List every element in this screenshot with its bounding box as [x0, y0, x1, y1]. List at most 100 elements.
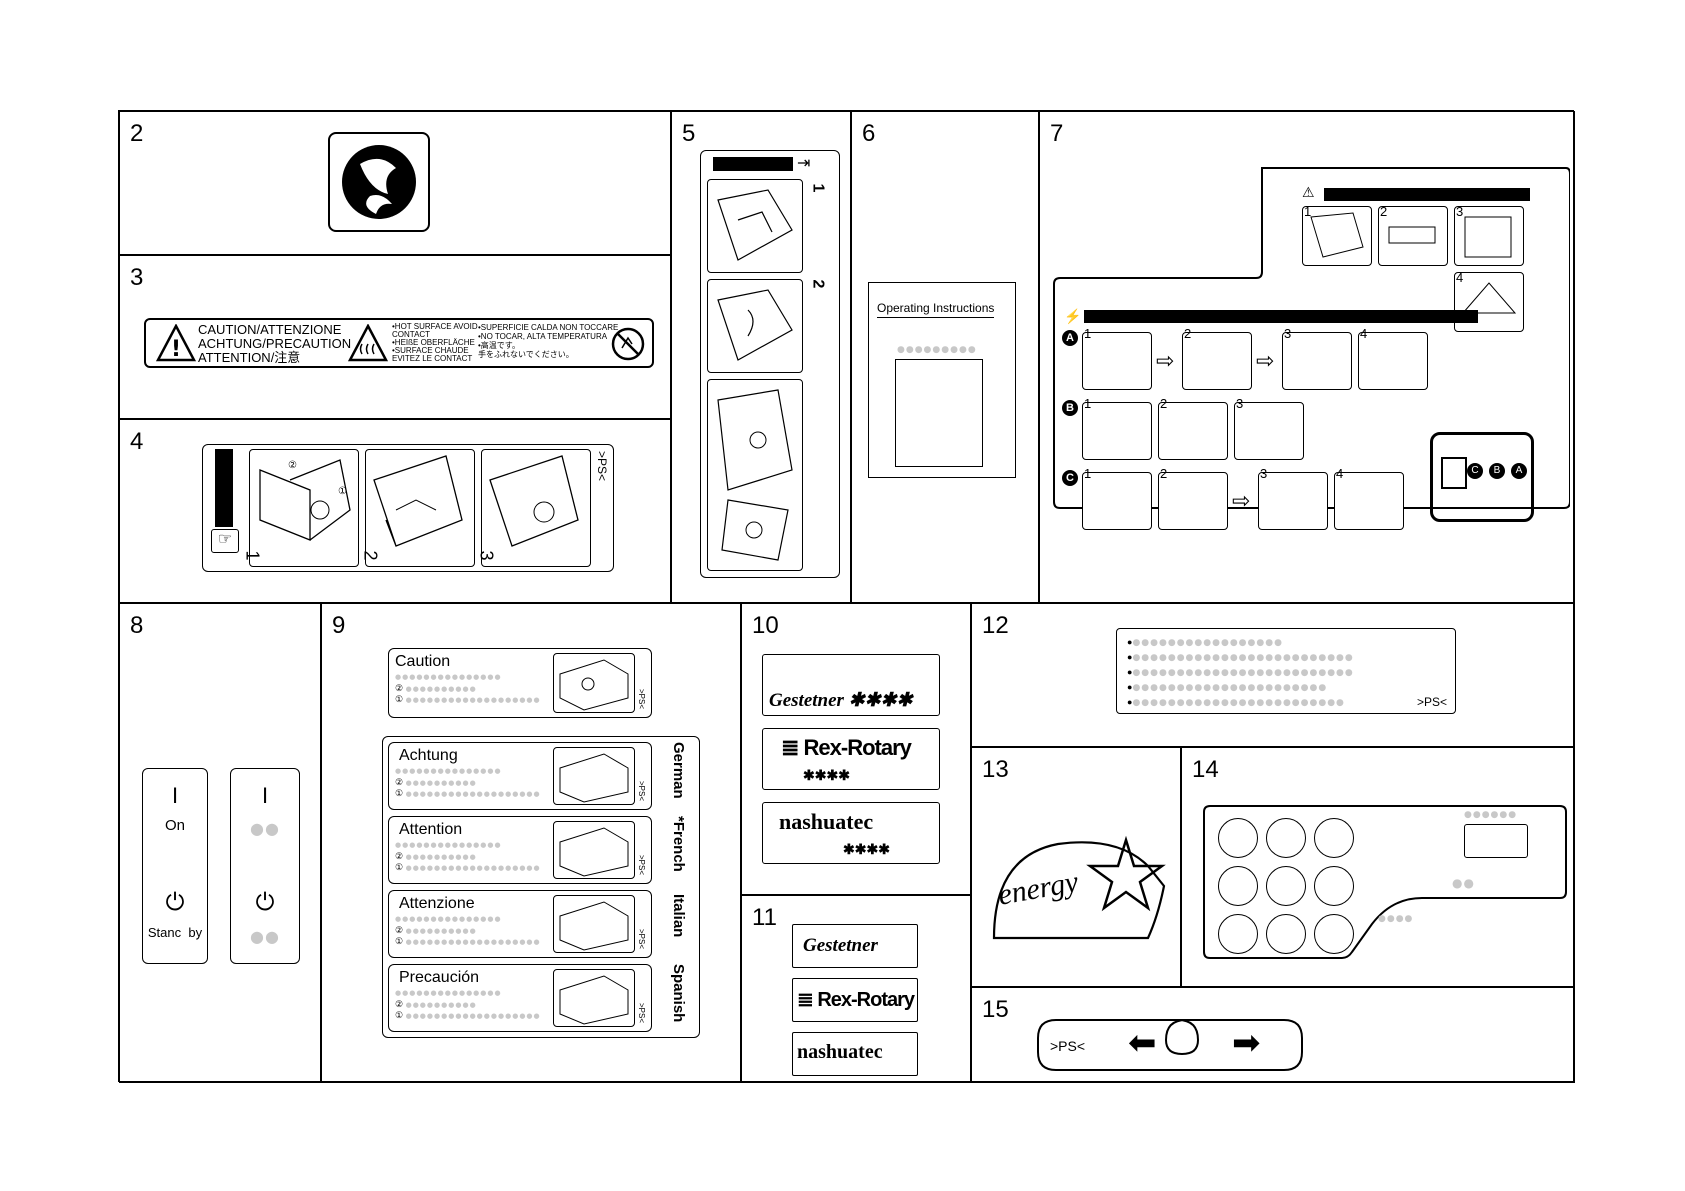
- step-number: 1: [1084, 396, 1092, 411]
- standby-icon: ⏻: [255, 889, 275, 916]
- row-marker: B: [1062, 400, 1078, 416]
- keypad-key: [1218, 818, 1258, 858]
- panel-15: 15 >PS< ⬅ ➡: [971, 987, 1575, 1083]
- panel-6: 6 Operating Instructions ●●●●●●●●●: [851, 111, 1039, 603]
- hand-pointer-icon: ☞: [211, 529, 239, 553]
- step-number: 1: [1084, 466, 1092, 481]
- black-bar: [1324, 188, 1530, 201]
- step-illustration: [1158, 402, 1228, 460]
- panel-5: 5 ⇥ 1 2: [671, 111, 851, 603]
- misfeed-label-outline: [1053, 167, 1570, 509]
- hot-text: •NO TOCAR, ALTA TEMPERATURA: [478, 332, 608, 341]
- step-illustration: [365, 449, 475, 567]
- black-bar: [215, 449, 233, 527]
- ps-marker: >PS<: [1416, 695, 1447, 709]
- step-number: 2: [809, 279, 827, 289]
- caution-title: ATTENTION/注意: [198, 350, 301, 365]
- tray-caution-label-french: Attention ●●●●●●●●●●●●●●● ② ●●●●●●●●●● ①…: [388, 816, 652, 884]
- rex-rotary-logo: ≣ Rex-Rotary: [781, 735, 912, 760]
- power-on-label: On: [164, 817, 185, 834]
- label-title: Caution: [395, 653, 451, 670]
- position-marker: B: [1489, 463, 1505, 479]
- svg-text:!: !: [171, 337, 181, 362]
- gestetner-label: Gestetner ✱✱✱✱: [762, 654, 940, 716]
- rex-rotary-label: ≣ Rex-Rotary ✱✱✱✱: [762, 728, 940, 790]
- step-number: 3: [476, 550, 497, 561]
- energy-star-logo: energy: [988, 826, 1168, 942]
- step-illustration: [1282, 332, 1352, 390]
- hot-text: •SUPERFICIE CALDA NON TOCCARE: [478, 323, 619, 332]
- label-sheet: 2 3 ! CAUTION/ATTENZIONE ACHTUNG/PRECAUT…: [118, 110, 1575, 1083]
- manual-box: [895, 359, 983, 467]
- placeholder-dots: ●●: [250, 927, 280, 946]
- panel-number: 13: [982, 756, 1009, 783]
- panel-number: 15: [982, 996, 1009, 1023]
- tray-caution-label-italian: Attenzione ●●●●●●●●●●●●●●● ② ●●●●●●●●●● …: [388, 890, 652, 958]
- black-bar: [713, 157, 793, 171]
- hot-surface-caution-label: ! CAUTION/ATTENZIONE ACHTUNG/PRECAUTION …: [144, 318, 654, 368]
- hot-text: •SURFACE CHAUDE: [392, 346, 469, 355]
- keypad-key: [1314, 818, 1354, 858]
- svg-text:②: ②: [288, 460, 297, 471]
- tray-illustration: [553, 747, 635, 805]
- text-line: ●●●●●●●●●●●●●●●●●● ●●●●●●●●●●●●●●●●●●●●●…: [1127, 637, 1354, 708]
- panel-number: 9: [332, 612, 346, 639]
- position-marker: C: [1467, 463, 1483, 479]
- tray-illustration: [553, 821, 635, 879]
- language-label: Italian: [670, 894, 687, 938]
- step-illustration: [481, 449, 591, 567]
- row-marker: C: [1062, 470, 1078, 486]
- step-illustration: [1302, 206, 1372, 266]
- caution-title: ACHTUNG/PRECAUTION: [198, 336, 352, 351]
- row-marker: A: [1062, 330, 1078, 346]
- jam-removal-label: ⇥ 1 2: [700, 150, 840, 578]
- language-label: German: [670, 742, 687, 799]
- position-marker: A: [1511, 463, 1527, 479]
- step-number: 2: [1184, 326, 1192, 341]
- step-number: 3: [1284, 326, 1292, 341]
- display-window: [1464, 824, 1528, 858]
- step-number: 4: [1336, 466, 1344, 481]
- keypad-key: [1314, 914, 1354, 954]
- step-number: 2: [1160, 396, 1168, 411]
- panel-number: 8: [130, 612, 144, 639]
- placeholder-dots: ●●●●●●: [1464, 810, 1518, 820]
- step-number: 1: [1304, 204, 1312, 219]
- step-illustration: [1454, 272, 1524, 332]
- arrow-right-icon: ➡: [1232, 1024, 1261, 1062]
- hot-text: CONTACT: [392, 330, 431, 339]
- placeholder-dots: ●●: [1452, 876, 1475, 890]
- gestetner-logo: Gestetner: [803, 935, 878, 956]
- model-stars: ✱✱✱✱: [803, 767, 850, 783]
- tray-illustration: [553, 895, 635, 953]
- label-title: Precaución: [399, 969, 480, 986]
- panel-number: 3: [130, 264, 144, 291]
- step-illustration: [1182, 332, 1252, 390]
- step-number: 1: [809, 183, 827, 193]
- step-illustration: [1334, 472, 1404, 530]
- nashuatec-logo: nashuatec: [779, 809, 874, 834]
- nashuatec-label: nashuatec: [792, 1032, 918, 1076]
- step-number: 2: [1380, 204, 1388, 219]
- keypad-label-outline: [1203, 805, 1567, 959]
- gestetner-logo: Gestetner ✱✱✱✱: [769, 690, 913, 711]
- operating-instructions-label: Operating Instructions ●●●●●●●●●: [868, 282, 1016, 478]
- panel-7: 7 ⚠ 1 2 3 4 ⚡ A ⇨ ⇨ 1 2 3 4 B 1 2 3 C: [1039, 111, 1575, 603]
- keypad-key: [1314, 866, 1354, 906]
- panel-2: 2: [119, 111, 671, 255]
- placeholder-dots: ●●: [250, 819, 280, 838]
- tray-illustration: [553, 653, 635, 713]
- step-number: 3: [1456, 204, 1464, 219]
- step-illustration: [707, 279, 803, 373]
- hot-text: 手をふれないでください。: [478, 350, 574, 359]
- step-number: 1: [1084, 326, 1092, 341]
- panel-number: 7: [1050, 120, 1064, 147]
- step-illustration: [1082, 402, 1152, 460]
- arrow-right-icon: ⇨: [1156, 348, 1175, 373]
- panel-number: 14: [1192, 756, 1219, 783]
- step-number: 4: [1360, 326, 1368, 341]
- language-label: *French: [670, 816, 687, 872]
- model-stars: ✱✱✱✱: [843, 841, 890, 857]
- step-illustration: [1258, 472, 1328, 530]
- ps-marker: >PS<: [1050, 1038, 1086, 1054]
